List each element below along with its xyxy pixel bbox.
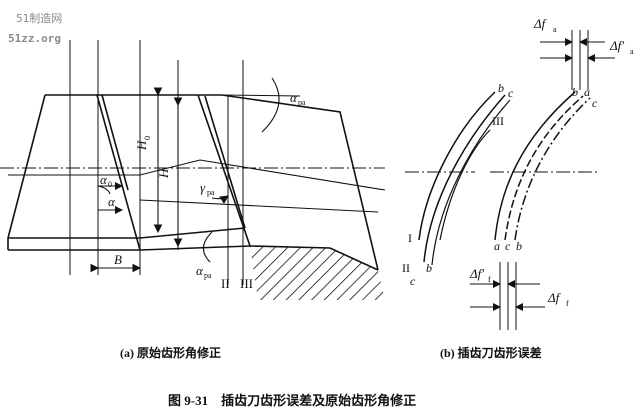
label-II-curve: II xyxy=(402,261,410,275)
curve-I xyxy=(418,91,496,241)
label-b-top: b xyxy=(498,81,504,95)
label-gamma-pa-sub: pa xyxy=(207,188,215,197)
cutter-bottom-lower xyxy=(8,245,251,251)
curve-right-b xyxy=(514,97,591,241)
label-alpha-pa-top-sub: pa xyxy=(298,98,306,107)
label-H: H xyxy=(156,168,171,179)
label-b-r-bottom: b xyxy=(516,239,522,253)
label-alpha: α xyxy=(108,194,116,209)
label-delta-fa: Δf xyxy=(533,16,548,31)
curve-III xyxy=(439,129,491,241)
watermark-line2: 51zz.org xyxy=(8,32,61,45)
tooth-profile-a xyxy=(96,94,141,251)
label-III: III xyxy=(240,276,253,291)
hatched-region-edge xyxy=(249,245,379,271)
tooth-profile-b xyxy=(101,94,129,191)
face-line-2 xyxy=(139,199,379,213)
caption-a: (a) 原始齿形角修正 xyxy=(120,345,221,360)
cutter-outline xyxy=(45,94,379,271)
label-alpha-pa-bottom: α xyxy=(196,263,204,278)
label-alpha-pa-bottom-sub: pa xyxy=(204,271,212,280)
label-gamma-pa: γ xyxy=(200,180,206,195)
label-c-r-top: c xyxy=(592,96,598,110)
label-a-r-bottom: a xyxy=(494,239,500,253)
left-diagram xyxy=(0,40,386,300)
label-delta-ff-sub: f xyxy=(566,299,569,308)
label-alpha-pa-top: α xyxy=(290,90,298,105)
right-diagram xyxy=(405,30,615,330)
label-I-curve: I xyxy=(408,231,412,245)
angle-ray-top xyxy=(221,94,301,97)
watermark: 51制造网 51zz.org xyxy=(8,11,62,45)
cutter-left-edge xyxy=(7,94,46,239)
label-alpha0: α xyxy=(100,172,108,187)
label-delta-fa-prime-sub: a xyxy=(630,47,634,56)
label-delta-ff-prime: Δf′ xyxy=(469,266,484,281)
angle-arc-gamma xyxy=(211,195,229,204)
label-delta-fa-prime: Δf′ xyxy=(609,38,624,53)
face-line-1 xyxy=(8,159,386,191)
label-H0-sub: 0 xyxy=(143,136,152,140)
label-delta-ff-prime-sub: f xyxy=(488,275,491,284)
curve-right-c xyxy=(504,95,584,241)
hatched-gear-region xyxy=(250,246,385,300)
label-b-bottom: b xyxy=(426,261,432,275)
watermark-line1: 51制造网 xyxy=(16,11,62,25)
curve-right-a xyxy=(494,91,576,241)
label-a-r-top: a xyxy=(584,85,590,99)
label-B: B xyxy=(114,252,122,267)
cutter-bottom-edge xyxy=(8,227,246,239)
label-b-r-top: b xyxy=(572,85,578,99)
label-c-r-bottom: c xyxy=(505,239,511,253)
label-delta-fa-sub: a xyxy=(553,25,557,34)
tooth-profile-d xyxy=(204,95,246,229)
label-H0: H xyxy=(134,140,149,151)
figure-caption: 图 9-31 插齿刀齿形误差及原始齿形角修正 xyxy=(168,393,416,408)
label-c-top: c xyxy=(508,86,514,100)
angle-arc-top xyxy=(261,77,280,133)
tooth-profile-c xyxy=(197,94,251,247)
label-alpha0-sub: 0 xyxy=(108,180,112,189)
label-II: II xyxy=(221,276,230,291)
caption-b: (b) 插齿刀齿形误差 xyxy=(440,345,542,360)
label-III-curve: III xyxy=(492,114,504,128)
label-c-bottom: c xyxy=(410,274,416,288)
curve-c-left xyxy=(431,99,511,266)
label-delta-ff: Δf xyxy=(547,290,562,305)
angle-arc-bottom xyxy=(202,231,213,263)
right-labels: Δf a Δf′ a b c III I II b c b a c a c b … xyxy=(402,16,634,308)
left-labels: α pa H 0 H α 0 α γ pa B α pa II III xyxy=(100,90,306,291)
